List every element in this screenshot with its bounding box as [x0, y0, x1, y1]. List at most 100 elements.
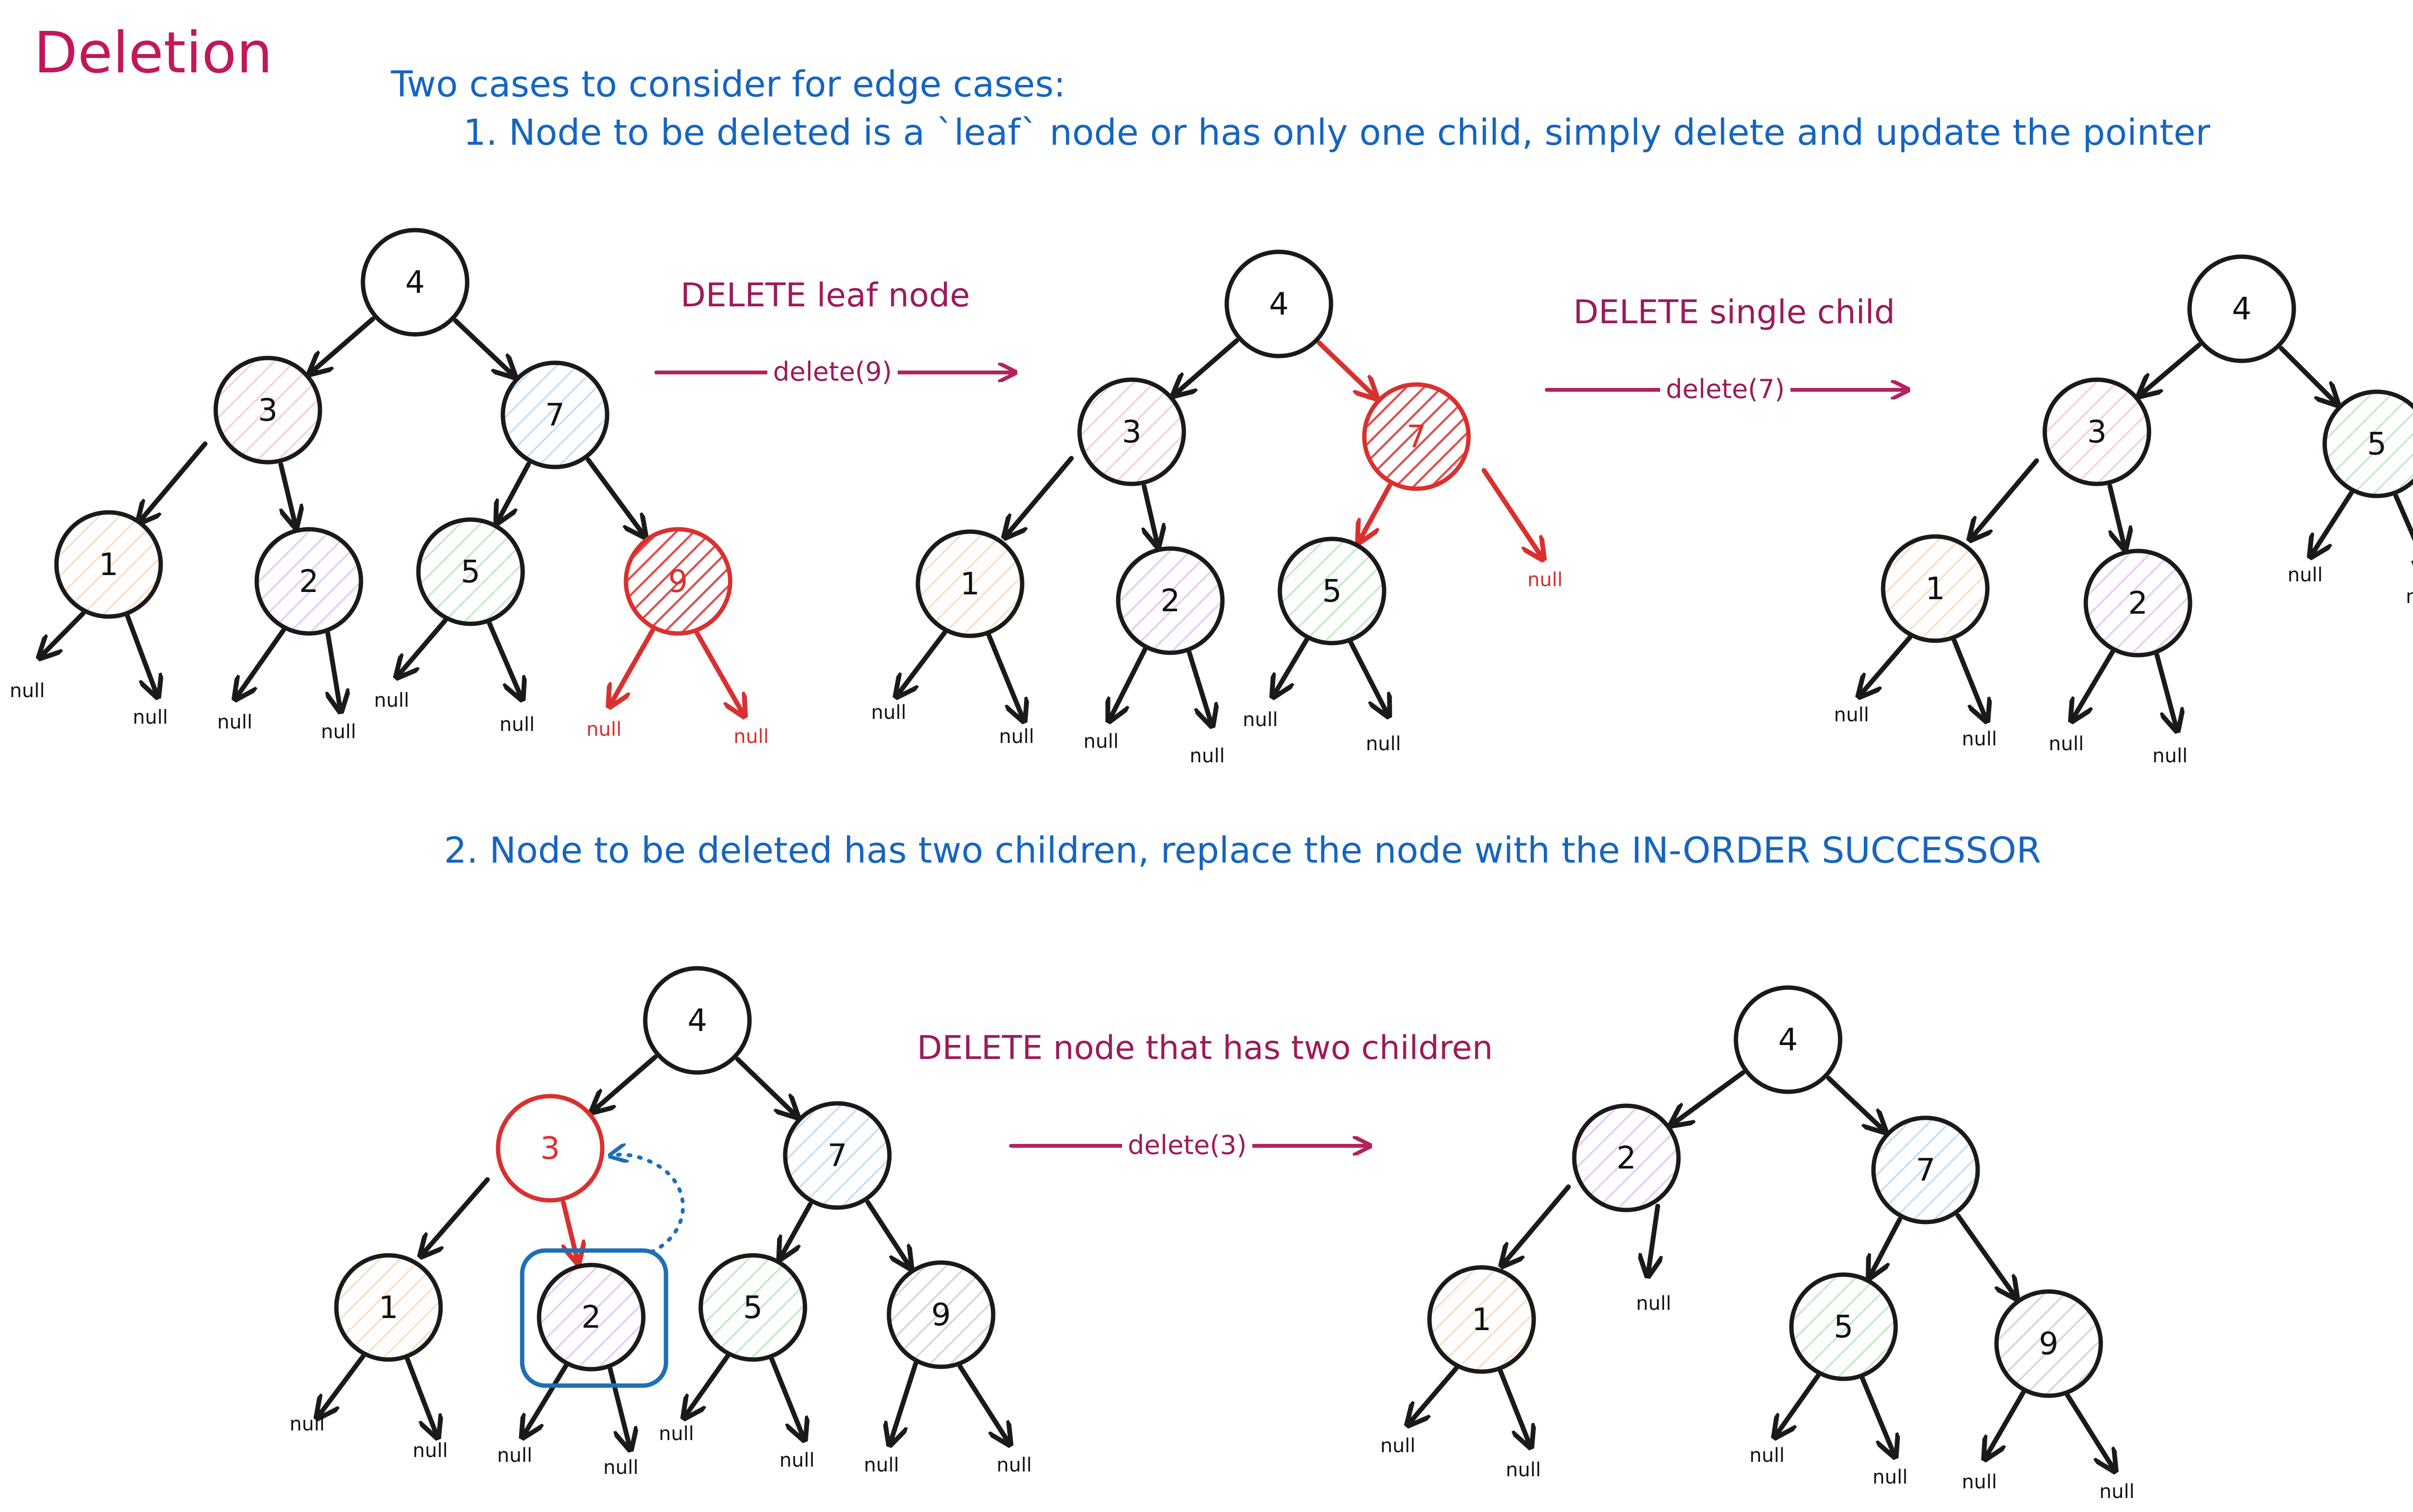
- tree2-node-2-right-null-label: null: [1190, 745, 1225, 767]
- tree3-node-2-right-null-arrow: [2154, 652, 2177, 729]
- tree1-node-9-right-null-arrow: [694, 631, 743, 714]
- tree4-node-2-right-null-arrow: [608, 1366, 630, 1447]
- tree5-node-1: 1: [1427, 1265, 1536, 1374]
- tree1-edge-3-1: [140, 441, 208, 521]
- tree4-node-1-circle: [334, 1253, 443, 1362]
- successor-highlight-box: [520, 1248, 668, 1388]
- tree1-node-3-value: 3: [258, 393, 278, 428]
- op-label-bg-delete-7: [1660, 375, 1790, 402]
- tree5-edge-2-1: [1503, 1184, 1571, 1264]
- tree5-node-9-right-null-arrow: [2065, 1393, 2114, 1469]
- tree1-node-1-left-null-arrow: [41, 611, 86, 656]
- tree3-node-2-left-null-arrow: [2073, 649, 2115, 719]
- op-arrow-label-delete-3: delete(3): [1128, 1130, 1247, 1160]
- tree5-node-1-left-null-label: null: [1380, 1435, 1415, 1457]
- tree1-node-7: 7: [500, 360, 610, 469]
- tree5-node-4: 4: [1733, 985, 1843, 1094]
- tree2-node-5-circle: [1277, 536, 1387, 646]
- tree1-node-5-value: 5: [461, 554, 481, 590]
- tree5-node-4-value: 4: [1778, 1022, 1798, 1058]
- tree3-node-1: 1: [1881, 534, 1990, 643]
- tree3-node-5-left-null-label: null: [2288, 564, 2323, 586]
- tree4-node-5-right-null-arrow: [769, 1357, 804, 1438]
- tree4-node-1-left-null-arrow: [319, 1354, 366, 1416]
- tree2-node-1-right-null-arrow: [986, 633, 1023, 719]
- tree2-node-1-value: 1: [960, 566, 980, 602]
- tree5-node-1-value: 1: [1472, 1302, 1492, 1338]
- tree5-node-5-value: 5: [1834, 1309, 1854, 1345]
- tree2-node-7-right-null-label: null: [1527, 569, 1563, 591]
- op-caption-delete-two-children: DELETE node that has two children: [917, 1029, 1493, 1067]
- tree5-node-2-right-null-arrow: [1648, 1204, 1658, 1274]
- tree1-edge-4-7: [453, 318, 513, 375]
- op-caption-delete-single-child: DELETE single child: [1573, 293, 1895, 331]
- tree1-node-9-deleted-value: 9: [668, 564, 688, 600]
- tree2-node-1-left-null-label: null: [871, 701, 906, 724]
- tree4-node-7-circle: [783, 1101, 892, 1210]
- tree2-node-2: 2: [1116, 546, 1225, 655]
- tree5-node-5-left-null-label: null: [1749, 1444, 1785, 1467]
- tree5-node-5: 5: [1789, 1272, 1898, 1381]
- tree3-node-3: 3: [2042, 377, 2151, 486]
- tree4-node-5-right-null-label: null: [779, 1449, 815, 1471]
- tree3-node-4-circle: [2187, 254, 2296, 363]
- tree4-node-7-value: 7: [828, 1138, 847, 1174]
- tree2-node-5-left-null-arrow: [1274, 637, 1309, 695]
- tree5-node-9-value: 9: [2039, 1326, 2059, 1362]
- tree4-node-9-value: 9: [931, 1297, 951, 1333]
- tree4-node-9-left-null-label: null: [864, 1454, 899, 1476]
- tree2-edge-3-1: [1006, 456, 1074, 536]
- tree3-edge-4-5: [2279, 346, 2336, 403]
- tree1-node-9-left-null-arrow: [610, 628, 655, 704]
- op-label-bg-delete-9: [767, 358, 898, 385]
- edge-layer: [41, 316, 2413, 1469]
- tree1-node-1-right-null-arrow: [125, 614, 157, 695]
- tree5-node-1-circle: [1427, 1265, 1536, 1374]
- tree2-node-5-value: 5: [1322, 574, 1342, 609]
- tree4-node-3-deleted: 3: [496, 1094, 605, 1203]
- tree3-node-5-right-null-arrow: [2393, 493, 2413, 574]
- tree1-node-9-left-null-label: null: [586, 718, 622, 741]
- tree1-node-2-value: 2: [299, 564, 319, 600]
- tree3-node-1-right-null-label: null: [1962, 728, 1997, 750]
- tree4-node-1-right-null-label: null: [413, 1440, 448, 1462]
- tree3-node-5-left-null-arrow: [2312, 490, 2354, 555]
- tree3-node-2-value: 2: [2128, 586, 2148, 621]
- tree2-node-3-circle: [1077, 377, 1186, 486]
- tree3-node-3-value: 3: [2087, 414, 2107, 450]
- tree3-node-5-right-null-label: null: [2406, 586, 2413, 608]
- tree2-edge-3-2: [1144, 484, 1157, 544]
- tree1-node-9-deleted-circle: [624, 527, 733, 636]
- tree3-node-2: 2: [2083, 549, 2192, 658]
- tree4-node-5-circle: [698, 1253, 807, 1362]
- tree4-node-5: 5: [698, 1253, 807, 1362]
- node-layer: null null null null null null null null 4 3 7 1 2 5 9 n…: [10, 228, 2413, 1503]
- successor-dotted-link: [612, 1155, 685, 1254]
- tree4-node-1-left-null-label: null: [290, 1413, 325, 1435]
- tree5-edge-4-2: [1673, 1070, 1746, 1124]
- tree2-node-2-left-null-label: null: [1083, 730, 1119, 753]
- op-arrow-label-delete-9: delete(9): [773, 357, 892, 387]
- tree1-edge-7-9: [585, 457, 644, 535]
- tree1-edge-7-5: [498, 462, 531, 521]
- tree3-node-4-value: 4: [2232, 291, 2252, 327]
- tree2-node-2-value: 2: [1161, 583, 1180, 619]
- tree4-node-2-left-null-label: null: [497, 1444, 532, 1467]
- tree3-node-2-left-null-label: null: [2049, 733, 2084, 755]
- tree1-node-5-left-null-arrow: [398, 618, 448, 675]
- tree2-node-7-deleted-circle: [1362, 382, 1471, 491]
- tree2-node-3: 3: [1077, 377, 1186, 486]
- tree5-node-2-right-null-label: null: [1636, 1292, 1671, 1315]
- tree4-node-5-left-null-label: null: [659, 1423, 694, 1445]
- op-arrow-label-delete-7: delete(7): [1666, 374, 1785, 404]
- tree1-node-1-circle: [54, 510, 163, 619]
- tree1-node-3: 3: [213, 356, 322, 465]
- tree5-edge-7-9: [1955, 1213, 2015, 1296]
- tree3-edge-4-3: [2141, 343, 2202, 394]
- tree5-node-7-circle: [1871, 1115, 1980, 1224]
- tree2-node-2-left-null-arrow: [1110, 647, 1148, 719]
- page-title: Deletion: [34, 19, 273, 86]
- op-label-bg-delete-3: [1122, 1131, 1252, 1158]
- tree1-node-1-left-null-label: null: [10, 680, 45, 702]
